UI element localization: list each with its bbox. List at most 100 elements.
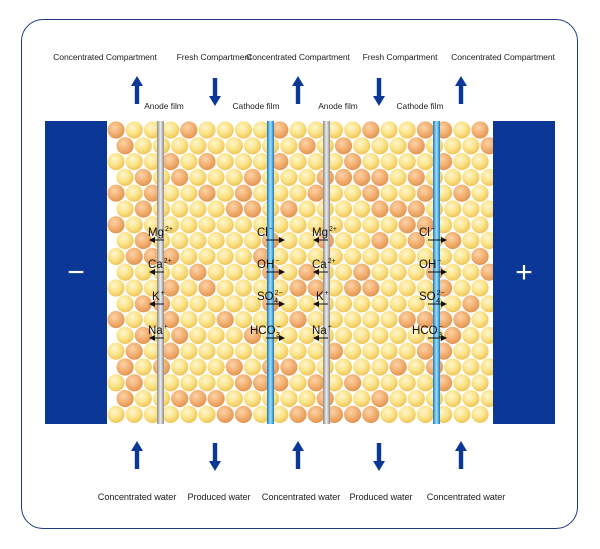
resin-bead [371, 326, 389, 344]
bottom-label-concentrated-1: Concentrated water [97, 492, 177, 502]
anion-cl-charge: − [431, 226, 435, 233]
resin-bead [271, 184, 289, 202]
resin-bead [371, 358, 389, 376]
resin-bead [471, 184, 489, 202]
resin-bead [416, 279, 434, 297]
resin-bead [216, 405, 234, 423]
resin-bead [444, 168, 462, 186]
resin-bead [280, 326, 298, 344]
resin-bead [198, 247, 216, 265]
cation-k: K [152, 291, 160, 303]
resin-bead [380, 342, 398, 360]
resin-bead [389, 263, 407, 281]
resin-bead [143, 374, 161, 392]
resin-bead [234, 153, 252, 171]
resin-bead [334, 295, 353, 313]
film-label-cathode-2: Cathode film [396, 101, 444, 111]
resin-bead [453, 184, 471, 202]
resin-bead [243, 263, 262, 281]
resin-bead [216, 184, 234, 202]
resin-bead [280, 232, 298, 250]
resin-bead [180, 311, 198, 329]
resin-bead [107, 121, 125, 139]
resin-bead [362, 121, 380, 139]
resin-bead [380, 216, 398, 234]
resin-bead [289, 247, 307, 265]
resin-bead [134, 326, 152, 344]
resin-bead [253, 121, 271, 139]
resin-bead [134, 358, 152, 376]
resin-bead [334, 263, 353, 281]
anion-oh-charge: − [275, 258, 279, 265]
resin-bead [362, 279, 380, 297]
resin-bead [207, 295, 225, 313]
cation-na-charge: + [328, 324, 332, 331]
anion-oh-charge: − [437, 258, 441, 265]
down-arrow-icon [373, 443, 385, 471]
resin-bead [289, 342, 307, 360]
resin-bead [189, 200, 207, 218]
resin-bead [134, 232, 152, 250]
resin-bead [125, 405, 143, 423]
resin-bead [407, 326, 425, 344]
bottom-label-produced-2: Produced water [349, 492, 413, 502]
resin-bead [162, 184, 180, 202]
resin-bead [471, 216, 489, 234]
resin-bead [207, 168, 225, 186]
resin-bead [389, 200, 407, 218]
resin-bead [171, 295, 189, 313]
resin-bead [362, 311, 380, 329]
resin-bead [189, 168, 207, 186]
resin-bead [216, 342, 234, 360]
resin-bead [180, 121, 198, 139]
resin-bead [125, 342, 143, 360]
resin-bead [234, 247, 252, 265]
resin-bead [198, 279, 216, 297]
resin-bead [444, 390, 462, 408]
resin-bead [371, 168, 389, 186]
resin-bead [143, 216, 161, 234]
resin-bead [207, 200, 225, 218]
resin-bead [134, 390, 152, 408]
resin-bead [398, 153, 416, 171]
resin-bead [216, 311, 234, 329]
resin-bead [162, 216, 180, 234]
anion-hco-charge: − [277, 324, 281, 331]
resin-bead [398, 184, 416, 202]
resin-bead [162, 153, 180, 171]
up-arrow-icon [455, 441, 467, 469]
resin-bead [125, 121, 143, 139]
top-label-concentrated-1: Concentrated Compartment [53, 52, 157, 62]
resin-bead [380, 311, 398, 329]
resin-bead [116, 232, 134, 250]
resin-bead [407, 232, 425, 250]
anode-electrode: + [493, 121, 555, 424]
anion-cl: Cl [419, 227, 430, 239]
resin-bead [189, 326, 207, 344]
resin-bead [462, 358, 480, 376]
resin-bead [407, 263, 425, 281]
resin-bead [298, 295, 316, 313]
resin-bead [116, 390, 134, 408]
resin-bead [389, 137, 407, 155]
resin-bead [289, 153, 307, 171]
resin-bead [125, 311, 143, 329]
resin-bead [189, 390, 207, 408]
cation-ca: Ca [148, 259, 163, 271]
resin-bead [334, 137, 353, 155]
anion-cl-charge: − [269, 226, 273, 233]
resin-bead [398, 247, 416, 265]
resin-bead [471, 153, 489, 171]
resin-bead [116, 263, 134, 281]
resin-bead [416, 405, 434, 423]
resin-bead [416, 184, 434, 202]
resin-bead [180, 247, 198, 265]
cation-na: Na [312, 325, 327, 337]
resin-bead [134, 168, 152, 186]
resin-bead [398, 342, 416, 360]
resin-bead [298, 326, 316, 344]
resin-bead [171, 200, 189, 218]
cation-ca-charge: 2+ [328, 258, 336, 265]
resin-bead [107, 153, 125, 171]
resin-bead [380, 247, 398, 265]
